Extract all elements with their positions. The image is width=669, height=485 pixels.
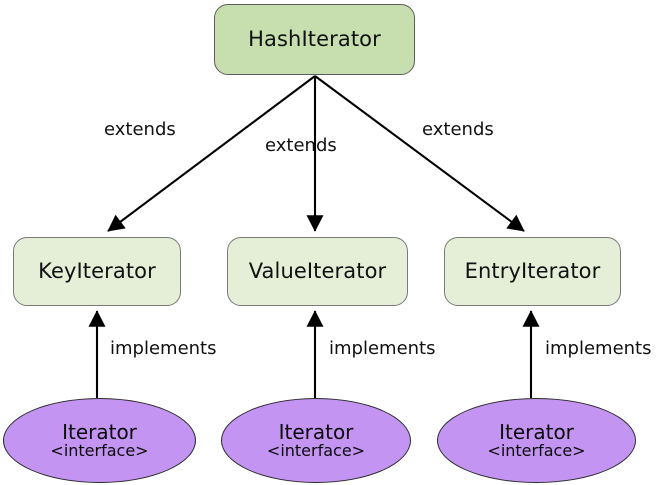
edge-label-extends-valueiterator: extends xyxy=(265,135,337,156)
class-node-label: KeyIterator xyxy=(38,259,156,283)
edge-label-extends-entryiterator: extends xyxy=(422,119,494,140)
class-node-label: EntryIterator xyxy=(464,259,601,283)
interface-node-stereotype: <interface> xyxy=(50,440,149,460)
interface-node-label: Iterator xyxy=(62,419,137,444)
interface-node-label: Iterator xyxy=(499,419,574,444)
class-node-label: HashIterator xyxy=(248,27,381,51)
class-node-hashiterator[interactable]: HashIterator xyxy=(214,4,415,75)
edge-label-implements-valueiterator: implements xyxy=(329,338,436,359)
edge-label-implements-entryiterator: implements xyxy=(545,338,652,359)
edge-extends-keyiterator xyxy=(107,75,316,232)
interface-node-stereotype: <interface> xyxy=(487,440,586,460)
interface-node-stereotype: <interface> xyxy=(266,440,366,460)
class-node-entryiterator[interactable]: EntryIterator xyxy=(444,237,621,306)
interface-node-iterator-2[interactable]: Iterator <interface> xyxy=(221,398,411,483)
edge-label-extends-keyiterator: extends xyxy=(104,119,176,140)
edge-extends-entryiterator xyxy=(314,75,525,232)
class-node-label: ValueIterator xyxy=(248,259,387,283)
interface-node-iterator-1[interactable]: Iterator <interface> xyxy=(3,398,196,483)
interface-node-label: Iterator xyxy=(278,419,354,444)
class-node-keyiterator[interactable]: KeyIterator xyxy=(13,237,181,306)
class-node-valueiterator[interactable]: ValueIterator xyxy=(227,237,408,306)
interface-node-iterator-3[interactable]: Iterator <interface> xyxy=(437,398,636,483)
edge-label-implements-keyiterator: implements xyxy=(110,338,217,359)
